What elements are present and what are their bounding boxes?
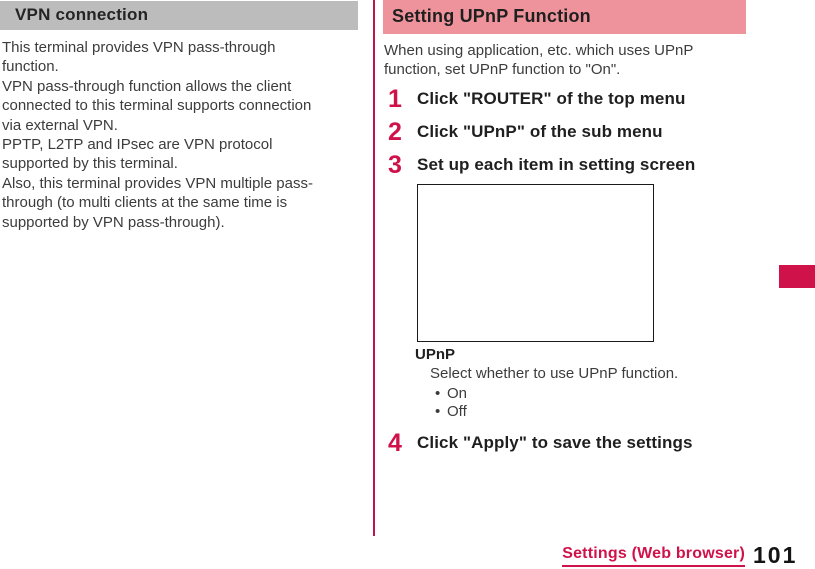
- step-3: 3 Set up each item in setting screen: [383, 151, 746, 180]
- footer-section-link[interactable]: Settings (Web browser): [562, 545, 745, 567]
- step-2: 2 Click "UPnP" of the sub menu: [383, 118, 746, 147]
- step-2-text: Click "UPnP" of the sub menu: [417, 122, 663, 142]
- option-off: Off: [435, 403, 746, 420]
- upnp-setting-block: UPnP Select whether to use UPnP function…: [415, 346, 746, 420]
- page-number: 101: [753, 542, 798, 568]
- step-4: 4 Click "Apply" to save the settings: [383, 429, 746, 458]
- vpn-connection-body: This terminal provides VPN pass-through …: [2, 39, 313, 231]
- step-3-number: 3: [388, 151, 402, 180]
- settings-screenshot-placeholder: [417, 184, 654, 343]
- section-header-upnp: Setting UPnP Function: [383, 0, 746, 34]
- setting-label-upnp: UPnP: [415, 346, 456, 364]
- step-4-number: 4: [388, 429, 402, 458]
- setting-description: Select whether to use UPnP function.: [430, 365, 679, 383]
- upnp-function-section: Setting UPnP Function When using applica…: [383, 0, 746, 458]
- step-1-number: 1: [388, 85, 402, 114]
- setting-options-list: On Off: [435, 385, 746, 420]
- vpn-connection-section: VPN connection This terminal provides VP…: [0, 0, 373, 232]
- edge-section-tab: [779, 265, 815, 288]
- step-4-text: Click "Apply" to save the settings: [417, 433, 693, 453]
- step-3-text: Set up each item in setting screen: [417, 155, 696, 175]
- column-divider: [373, 0, 375, 536]
- step-1: 1 Click "ROUTER" of the top menu: [383, 85, 746, 114]
- upnp-intro-text: When using application, etc. which uses …: [384, 42, 694, 79]
- section-header-vpn-connection: VPN connection: [0, 1, 358, 30]
- step-2-number: 2: [388, 118, 402, 147]
- step-1-text: Click "ROUTER" of the top menu: [417, 89, 686, 109]
- option-on: On: [435, 385, 746, 402]
